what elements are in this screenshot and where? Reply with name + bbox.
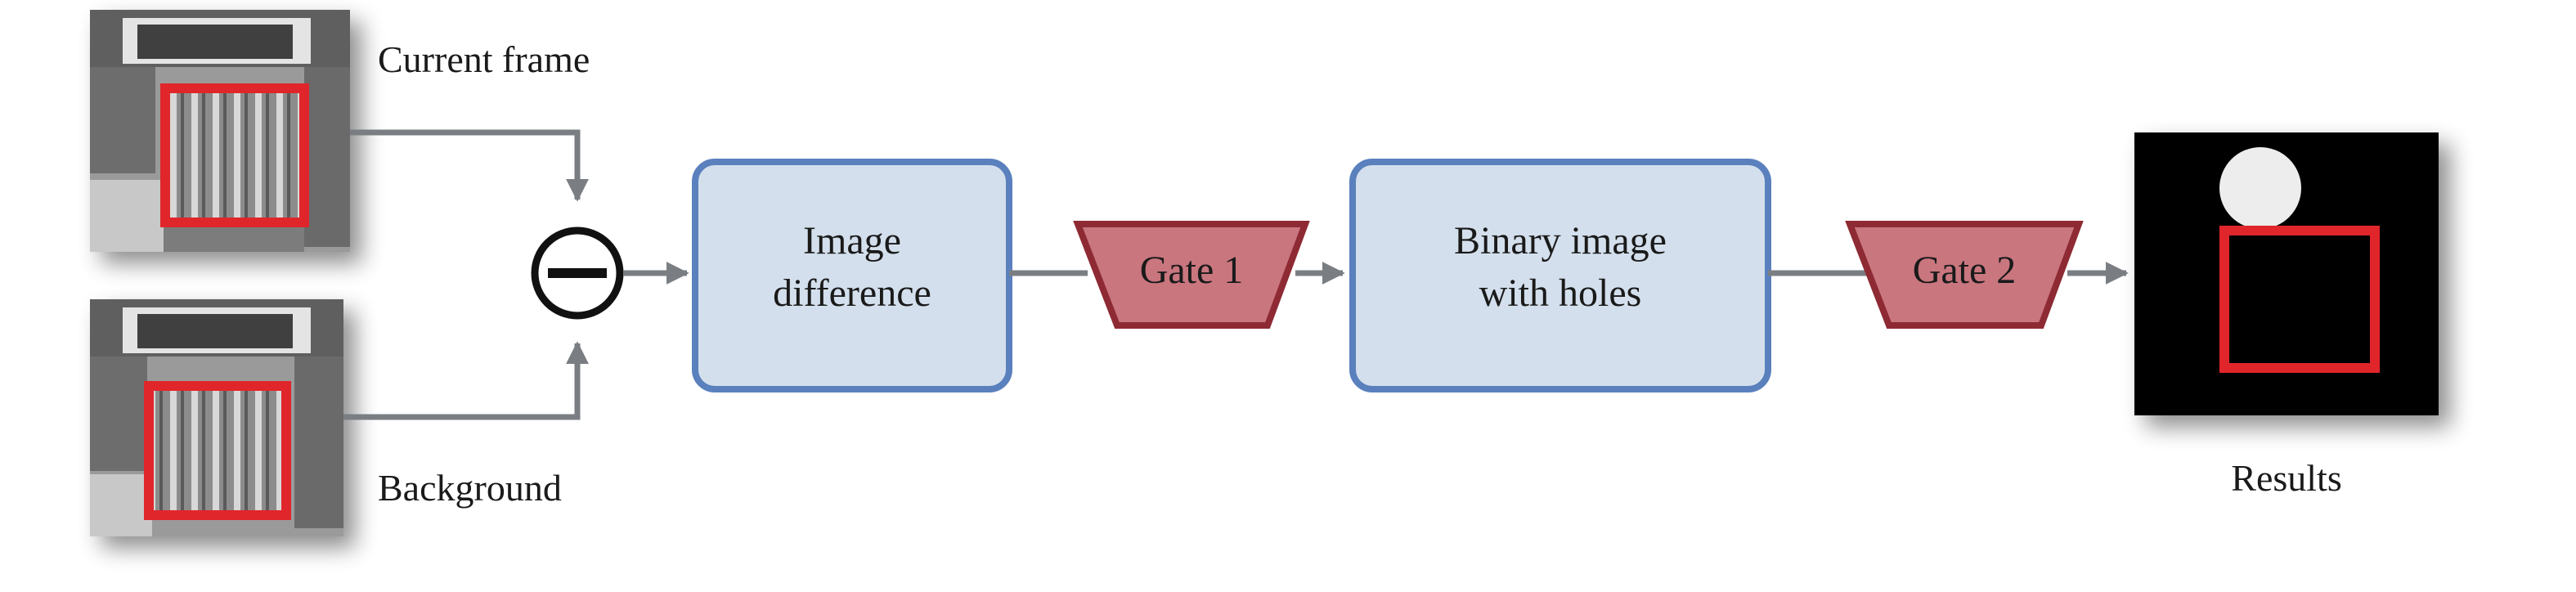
binary-image-label-line1: Binary image — [1454, 219, 1667, 262]
gate-2-label: Gate 2 — [1913, 249, 2017, 292]
background-highlight-box — [144, 381, 291, 520]
subtract-operator-icon — [531, 226, 624, 320]
background-label: Background — [378, 467, 562, 509]
results-highlight-box — [2219, 226, 2380, 373]
background-image — [90, 299, 343, 536]
gate-1-label: Gate 1 — [1140, 249, 1244, 292]
image-difference-label-line1: Image — [803, 219, 901, 262]
binary-image-label-line2: with holes — [1479, 271, 1642, 315]
current-frame-highlight-box — [160, 83, 309, 227]
gate-2-shape — [1845, 221, 2084, 329]
current-frame-image — [90, 10, 350, 252]
results-blob — [2219, 147, 2301, 229]
current-frame-label: Current frame — [378, 38, 590, 80]
background-connector — [343, 341, 589, 420]
image-difference-label-line2: difference — [773, 271, 931, 315]
results-label: Results — [2231, 457, 2341, 499]
current-frame-connector — [350, 129, 589, 202]
gate-1-shape — [1073, 221, 1310, 329]
